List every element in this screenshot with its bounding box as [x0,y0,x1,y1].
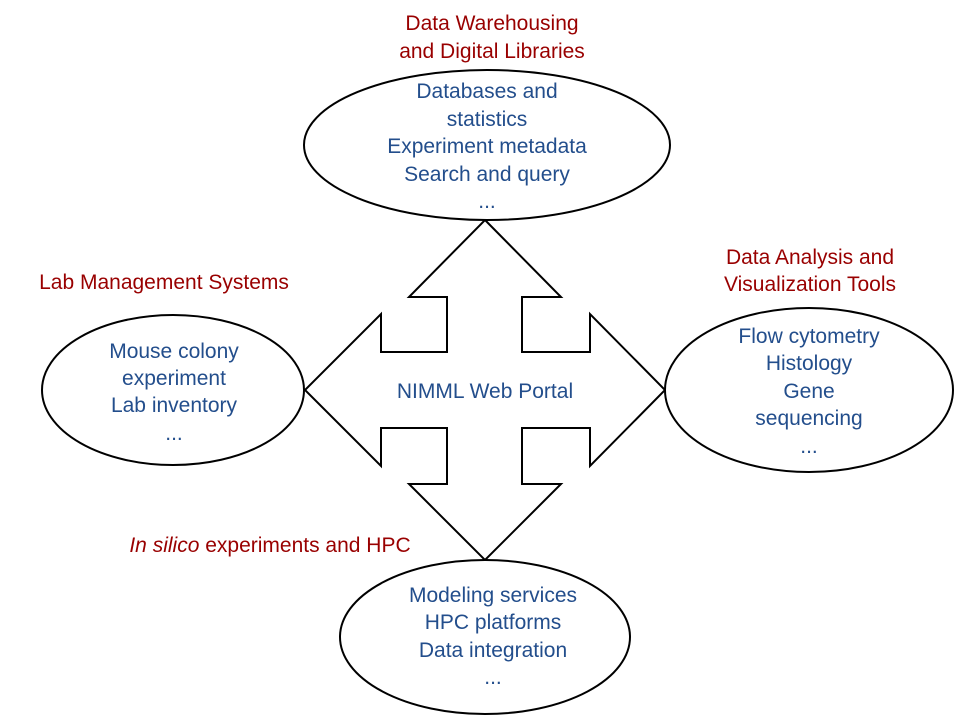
list-item: ... [800,435,818,458]
left-ellipse [41,314,305,466]
top-heading: Data Warehousing and Digital Libraries [399,12,585,63]
list-item: ... [165,422,183,445]
right-ellipse [664,307,954,473]
list-item: Data integration [419,639,567,662]
list-item: Experiment metadata [387,135,587,158]
list-item: ... [478,190,496,213]
top-items: Databases and statistics Experiment meta… [387,80,587,213]
bottom-heading: In silico experiments and HPC [129,534,410,557]
list-item: Databases and [416,80,557,103]
center-label: NIMML Web Portal [397,380,573,403]
list-item: HPC platforms [425,611,562,634]
heading-italic: In silico [129,534,199,557]
right-items: Flow cytometry Histology Gene sequencing… [738,325,880,458]
list-item: Histology [766,352,853,375]
heading-line: and Digital Libraries [399,40,585,63]
right-heading: Data Analysis and Visualization Tools [724,246,896,296]
left-heading: Lab Management Systems [39,271,289,294]
list-item: Gene [783,380,834,403]
heading-line: Data Warehousing [405,12,578,35]
bottom-ellipse [339,559,631,715]
heading-rest: experiments and HPC [199,534,410,557]
list-item: Lab inventory [111,394,238,417]
list-item: ... [484,666,502,689]
list-item: Search and query [404,163,570,186]
list-item: Flow cytometry [738,325,880,348]
left-items: Mouse colony experiment Lab inventory ..… [109,340,239,445]
list-item: Mouse colony [109,340,239,363]
bottom-items: Modeling services HPC platforms Data int… [409,584,577,689]
heading-line: Data Analysis and [726,246,894,269]
list-item: statistics [447,108,528,131]
list-item: Modeling services [409,584,577,607]
list-item: experiment [122,367,226,390]
list-item: sequencing [755,407,862,430]
top-ellipse [303,69,671,221]
heading-line: Visualization Tools [724,273,896,296]
